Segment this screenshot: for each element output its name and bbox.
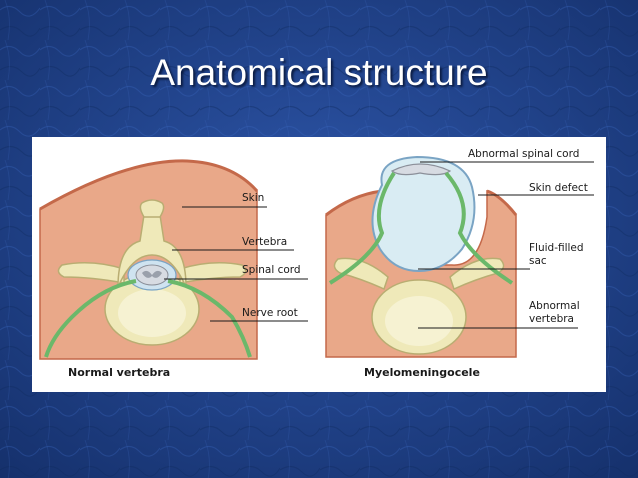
myelo-fluid-sac	[371, 155, 476, 273]
myelo-abnormal-spinal-cord	[390, 163, 452, 176]
label-abnormal-vertebra-line2: vertebra	[529, 313, 574, 325]
spine-comparison-diagram: Skin Vertebra Spinal cord Nerve root Nor…	[39, 148, 594, 379]
myelomeningocele-illustration	[325, 155, 518, 358]
myelo-nerve-root-right	[444, 171, 514, 285]
caption-normal-vertebra: Normal vertebra	[68, 366, 170, 379]
label-nerve-root: Nerve root	[242, 307, 298, 319]
label-vertebra: Vertebra	[242, 236, 287, 248]
label-skin: Skin	[242, 192, 264, 204]
myelo-skin-surface-right	[486, 189, 518, 216]
normal-transverse-process-left	[57, 262, 125, 284]
figure-panel: Skin Vertebra Spinal cord Nerve root Nor…	[32, 137, 606, 392]
normal-skin-surface	[39, 159, 259, 211]
normal-vertebra-illustration	[39, 159, 259, 360]
label-abnormal-spinal-cord: Abnormal spinal cord	[468, 148, 579, 160]
label-fluid-sac-line1: Fluid-filled	[529, 242, 584, 254]
label-fluid-sac-line2: sac	[529, 255, 547, 267]
caption-myelomeningocele: Myelomeningocele	[364, 366, 480, 379]
label-abnormal-vertebra-line1: Abnormal	[529, 300, 580, 312]
myelo-nerve-root-left	[328, 171, 396, 285]
normal-nerve-root-right	[167, 279, 252, 358]
label-spinal-cord: Spinal cord	[242, 264, 301, 276]
label-skin-defect: Skin defect	[529, 182, 588, 194]
myelo-skin-surface-left	[325, 189, 383, 217]
normal-spinous-process	[139, 199, 165, 218]
normal-nerve-root-left	[44, 279, 137, 358]
normal-cord-gray-matter	[142, 270, 162, 278]
slide-title: Anatomical structure	[150, 52, 488, 93]
